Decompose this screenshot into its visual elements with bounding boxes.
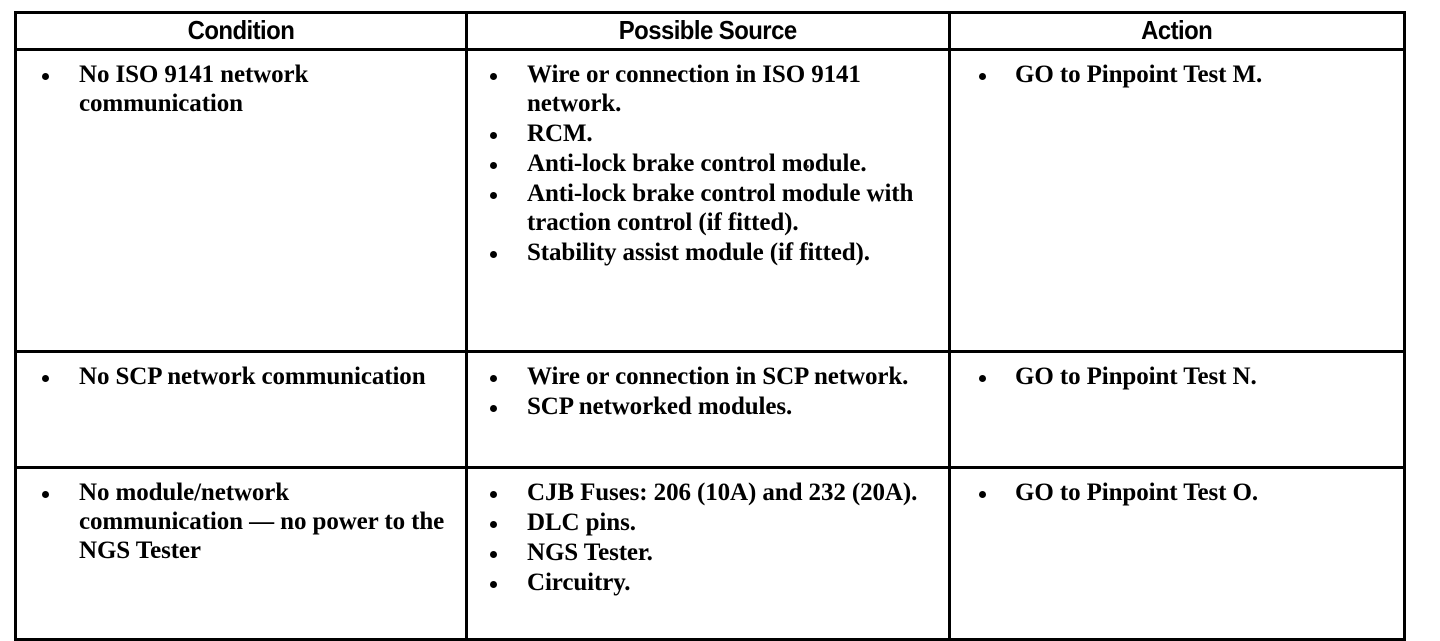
page-canvas: Condition Possible Source Action No ISO … <box>14 11 1406 641</box>
scan-artifact-speck <box>806 165 809 168</box>
column-header-possible-source-label: Possible Source <box>619 14 797 45</box>
action-list: GO to Pinpoint Test O. <box>957 478 1397 507</box>
list-item: No ISO 9141 network communication <box>23 60 459 118</box>
list-item: GO to Pinpoint Test M. <box>957 60 1397 89</box>
list-item: Anti-lock brake control module. <box>474 149 942 178</box>
cell-condition: No SCP network communication <box>14 350 468 469</box>
table-row: No SCP network communication Wire or con… <box>14 350 1406 469</box>
list-item: GO to Pinpoint Test O. <box>957 478 1397 507</box>
cell-possible-source: Wire or connection in SCP network. SCP n… <box>465 350 951 469</box>
condition-list: No module/network communication — no pow… <box>23 478 459 565</box>
list-item: NGS Tester. <box>474 538 942 567</box>
possible-source-list: Wire or connection in ISO 9141 network. … <box>474 60 942 267</box>
header-row: Condition Possible Source Action <box>14 11 1406 51</box>
possible-source-list: Wire or connection in SCP network. SCP n… <box>474 362 942 421</box>
cell-action: GO to Pinpoint Test M. <box>948 48 1406 353</box>
action-list: GO to Pinpoint Test M. <box>957 60 1397 89</box>
column-header-condition: Condition <box>14 11 468 51</box>
list-item: Wire or connection in SCP network. <box>474 362 942 391</box>
list-item: No SCP network communication <box>23 362 459 391</box>
table-row: No ISO 9141 network communication Wire o… <box>14 48 1406 353</box>
table-header: Condition Possible Source Action <box>14 11 1406 51</box>
list-item: Anti-lock brake control module with trac… <box>474 179 942 237</box>
list-item: SCP networked modules. <box>474 392 942 421</box>
cell-condition: No ISO 9141 network communication <box>14 48 468 353</box>
cell-condition: No module/network communication — no pow… <box>14 466 468 641</box>
list-item: Wire or connection in ISO 9141 network. <box>474 60 942 118</box>
list-item: No module/network communication — no pow… <box>23 478 459 565</box>
list-item: GO to Pinpoint Test N. <box>957 362 1397 391</box>
list-item: CJB Fuses: 206 (10A) and 232 (20A). <box>474 478 942 507</box>
cell-action: GO to Pinpoint Test N. <box>948 350 1406 469</box>
diagnostic-table: Condition Possible Source Action No ISO … <box>14 11 1406 641</box>
column-header-condition-label: Condition <box>187 14 295 45</box>
list-item: RCM. <box>474 119 942 148</box>
possible-source-list: CJB Fuses: 206 (10A) and 232 (20A). DLC … <box>474 478 942 597</box>
cell-possible-source: CJB Fuses: 206 (10A) and 232 (20A). DLC … <box>465 466 951 641</box>
condition-list: No SCP network communication <box>23 362 459 391</box>
column-header-possible-source: Possible Source <box>465 11 951 51</box>
cell-possible-source: Wire or connection in ISO 9141 network. … <box>465 48 951 353</box>
list-item: Circuitry. <box>474 568 942 597</box>
column-header-action-label: Action <box>1141 14 1213 45</box>
column-header-action: Action <box>948 11 1406 51</box>
condition-list: No ISO 9141 network communication <box>23 60 459 118</box>
table-row: No module/network communication — no pow… <box>14 466 1406 641</box>
cell-action: GO to Pinpoint Test O. <box>948 466 1406 641</box>
list-item: DLC pins. <box>474 508 942 537</box>
table-body: No ISO 9141 network communication Wire o… <box>14 48 1406 641</box>
action-list: GO to Pinpoint Test N. <box>957 362 1397 391</box>
list-item: Stability assist module (if fitted). <box>474 238 942 267</box>
